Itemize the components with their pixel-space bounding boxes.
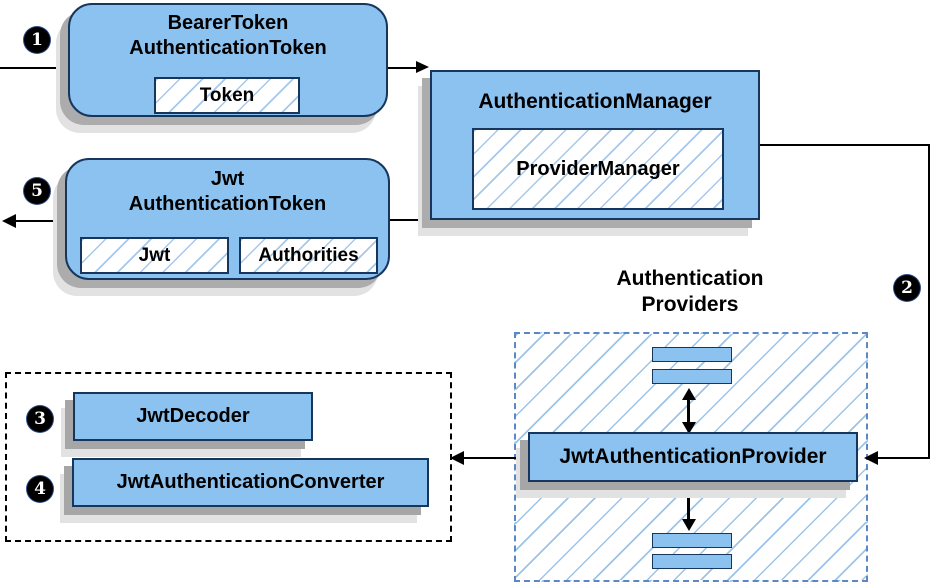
providers-lower-arrow-down-icon (682, 519, 696, 531)
jwt-authentication-provider-label: JwtAuthenticationProvider (559, 445, 827, 468)
authentication-manager-node: AuthenticationManager ProviderManager (430, 70, 760, 220)
provider-stack-top-bar-2 (652, 369, 732, 384)
manager-to-provider-line-vertical (928, 144, 930, 459)
jwt-field: Jwt (80, 237, 229, 274)
jwt-token-outgoing-line (12, 220, 66, 222)
bearer-token-authentication-token-node: BearerToken AuthenticationToken Token (68, 3, 388, 117)
provider-manager-field: ProviderManager (472, 128, 724, 210)
providers-upper-arrow-shaft (687, 398, 690, 424)
incoming-request-line (0, 67, 66, 69)
jwt-authentication-converter-label: JwtAuthenticationConverter (116, 471, 385, 493)
step-badge-3: 3 (27, 406, 53, 432)
bearer-to-manager-line (388, 67, 416, 69)
provider-to-decoder-arrowhead-icon (450, 451, 464, 465)
jwt-decoder-node: JwtDecoder (73, 392, 313, 441)
providers-lower-arrow-up-icon (682, 486, 696, 498)
bearer-to-manager-arrowhead-icon (416, 61, 429, 73)
step-badge-2: 2 (894, 275, 920, 301)
authentication-providers-label-line2: Providers (641, 293, 739, 316)
token-field: Token (154, 77, 300, 114)
bearer-token-node-title: BearerToken AuthenticationToken (70, 5, 386, 61)
provider-stack-top-bar-1 (652, 347, 732, 362)
authentication-manager-title: AuthenticationManager (478, 90, 712, 113)
jwt-authentication-provider-node: JwtAuthenticationProvider (528, 432, 858, 482)
providers-upper-arrow-down-icon (682, 422, 696, 434)
step-badge-1: 1 (24, 27, 50, 53)
bearer-token-title-line2: AuthenticationToken (129, 37, 327, 59)
jwt-token-outgoing-arrowhead-icon (2, 214, 16, 228)
providers-upper-arrow-up-icon (682, 388, 696, 400)
authorities-field-label: Authorities (258, 244, 359, 266)
jwt-decoder-label: JwtDecoder (136, 405, 250, 427)
jwt-token-node-title: Jwt AuthenticationToken (67, 160, 388, 217)
jwt-field-label: Jwt (138, 244, 171, 266)
provider-to-decoder-line (464, 457, 529, 459)
jwt-authentication-token-node: Jwt AuthenticationToken Jwt Authorities (65, 158, 390, 280)
manager-to-provider-line-bottom (878, 457, 930, 459)
authentication-providers-label-line1: Authentication (616, 267, 764, 290)
manager-to-provider-arrowhead-icon (864, 451, 878, 465)
jwt-token-title-line2: AuthenticationToken (128, 193, 327, 215)
provider-stack-bottom-bar-1 (652, 533, 732, 548)
provider-manager-label: ProviderManager (516, 157, 680, 180)
jwt-authentication-converter-node: JwtAuthenticationConverter (72, 458, 429, 507)
manager-to-jwt-token-line (388, 219, 432, 221)
authentication-providers-label: Authentication Providers (555, 266, 825, 318)
authorities-field: Authorities (239, 237, 378, 274)
step-badge-5: 5 (24, 178, 50, 204)
manager-to-provider-line-top (760, 144, 930, 146)
providers-lower-arrow-shaft (687, 496, 690, 521)
token-field-label: Token (199, 84, 255, 106)
step-badge-4: 4 (27, 476, 53, 502)
bearer-token-title-line1: BearerToken (167, 12, 289, 34)
jwt-token-title-line1: Jwt (210, 168, 245, 190)
provider-stack-bottom-bar-2 (652, 554, 732, 569)
